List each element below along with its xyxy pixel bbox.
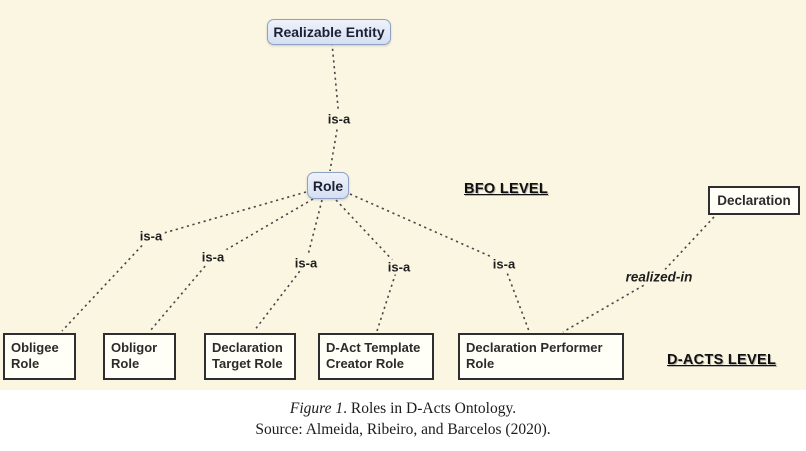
edge-role-obligee — [61, 191, 307, 332]
node-declaration-target-role: Declaration Target Role — [204, 333, 296, 380]
ontology-diagram: Realizable Entity Role Declaration Oblig… — [0, 0, 806, 390]
edge-role-obligor — [149, 198, 314, 332]
caption-title-line: Figure 1. Roles in D-Acts Ontology. — [0, 398, 806, 419]
node-obligee-role: Obligee Role — [3, 333, 76, 380]
figure-caption: Figure 1. Roles in D-Acts Ontology. Sour… — [0, 398, 806, 440]
node-declaration: Declaration — [708, 186, 800, 215]
d-acts-level-label: D-ACTS LEVEL — [667, 352, 777, 368]
node-obligor-role: Obligor Role — [103, 333, 176, 380]
diagram-edges — [61, 42, 715, 333]
caption-source-line: Source: Almeida, Ribeiro, and Barcelos (… — [255, 421, 551, 438]
node-realizable-entity: Realizable Entity — [267, 19, 391, 45]
edge-label-is-a-declaration-performer: is-a — [489, 256, 519, 272]
caption-figure-number: Figure 1 — [289, 400, 344, 417]
caption-title-text: . Roles in D-Acts Ontology. — [343, 400, 517, 417]
bfo-level-label: BFO LEVEL — [464, 181, 549, 197]
node-dact-template-creator-role: D-Act Template Creator Role — [318, 333, 434, 380]
edge-role-declaration-performer — [349, 193, 530, 332]
edge-label-realized-in: realized-in — [622, 269, 696, 285]
node-role: Role — [307, 172, 349, 199]
edge-label-is-a-dact-template: is-a — [384, 259, 414, 275]
node-declaration-performer-role: Declaration Performer Role — [458, 333, 624, 380]
edge-label-is-a-obligee: is-a — [136, 228, 166, 244]
edge-label-is-a-obligor: is-a — [198, 249, 228, 265]
edge-realizable-entity-role — [329, 42, 340, 172]
edge-role-dact-template-creator — [335, 199, 399, 332]
edge-label-is-a-declaration-target: is-a — [291, 255, 321, 271]
edge-label-is-a-top: is-a — [324, 111, 354, 127]
